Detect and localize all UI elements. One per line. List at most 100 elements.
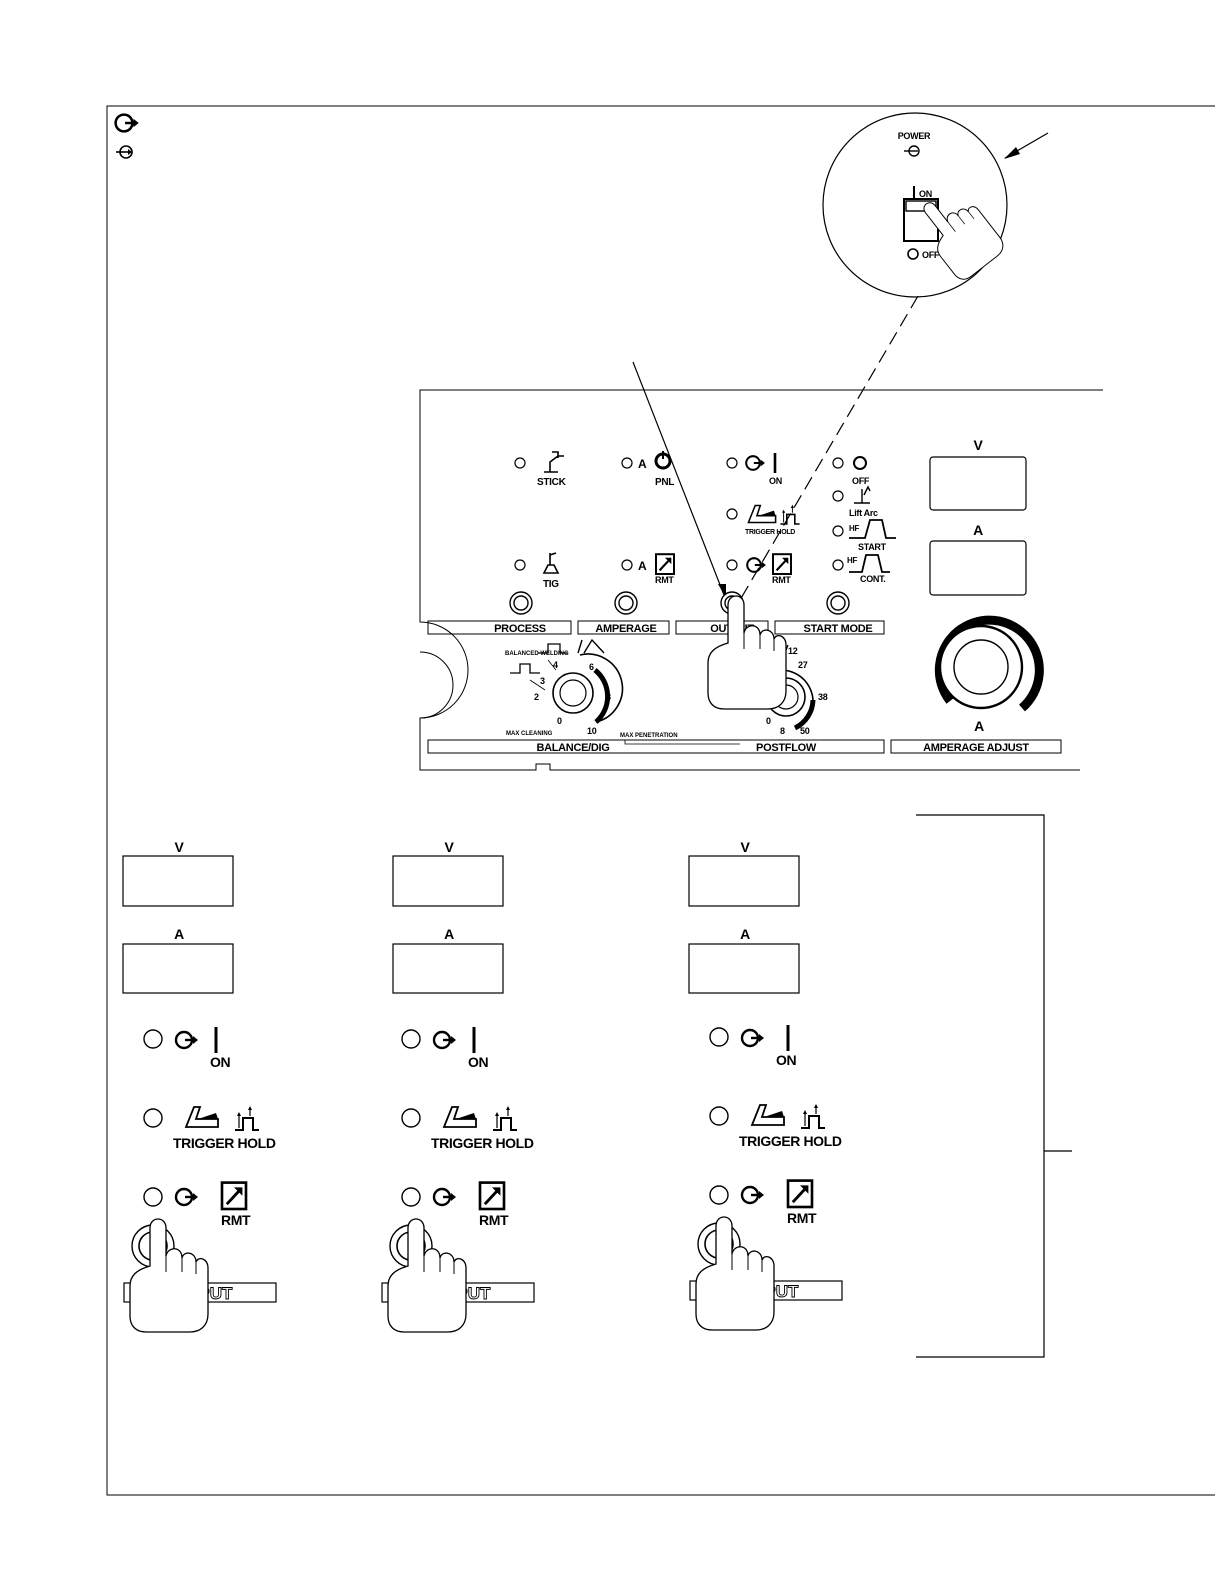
step2-on-led — [401, 1029, 421, 1049]
panel-amp-meter — [929, 540, 1027, 596]
step2-on-label: ON — [468, 1054, 488, 1070]
trigger-hold-label: TRIGGER HOLD — [745, 529, 795, 536]
postflow-scale-8: 8 — [780, 726, 785, 736]
panel-volts-label: V — [974, 437, 984, 453]
step3-rmt-label: RMT — [787, 1210, 817, 1226]
ac-waveform-icon — [510, 638, 605, 674]
step1-amps-label: A — [174, 926, 184, 942]
tig-torch-icon — [542, 552, 560, 574]
remote-icon — [654, 553, 676, 576]
balance-scale-8: 8 — [606, 692, 611, 702]
tig-led — [514, 559, 526, 571]
hand-pointer-icon — [707, 595, 787, 710]
step3-trigger-led — [709, 1106, 729, 1126]
power-symbol-icon — [904, 145, 920, 157]
pnl-label: PNL — [655, 477, 674, 488]
output-icon — [740, 1028, 766, 1048]
hf-start-tag: HF — [849, 524, 859, 533]
balance-scale-3: 3 — [540, 676, 545, 686]
start-off-led — [832, 457, 844, 469]
step2-volt-meter — [392, 855, 504, 907]
stick-led — [514, 457, 526, 469]
amperage-button[interactable] — [614, 591, 638, 615]
balance-scale-10: 10 — [587, 726, 597, 736]
remote-icon — [478, 1181, 506, 1211]
process-label: PROCESS — [494, 623, 546, 635]
step2-amp-meter — [392, 943, 504, 994]
start-mode-button[interactable] — [826, 591, 850, 615]
cont-label: CONT. — [860, 574, 886, 584]
process-button[interactable] — [509, 591, 533, 615]
lift-arc-label: Lift Arc — [849, 508, 878, 518]
steps-bracket — [916, 814, 1072, 1358]
off-icon — [853, 456, 867, 470]
step3-on-led — [709, 1027, 729, 1047]
panel-amps-label: A — [973, 522, 983, 538]
stick-electrode-icon — [544, 451, 564, 473]
step1-volt-meter — [122, 855, 234, 907]
output-icon — [432, 1030, 458, 1050]
step1-trigger-label: TRIGGER HOLD — [173, 1135, 276, 1151]
postflow-scale-27: 27 — [798, 660, 808, 670]
step2-rmt-label: RMT — [479, 1212, 509, 1228]
start-off-label: OFF — [852, 476, 870, 486]
output-on-led — [726, 457, 738, 469]
balance-scale-0: 0 — [557, 716, 562, 726]
power-off-label: OFF — [922, 250, 940, 260]
amperage-label: AMPERAGE — [595, 623, 656, 635]
max-cleaning-label: MAX CLEANING — [506, 731, 553, 737]
step1-trigger-led — [143, 1108, 163, 1128]
remote-icon — [786, 1179, 814, 1209]
amperage-remote-led — [621, 559, 633, 571]
start-mode-label: START MODE — [804, 623, 873, 635]
step-panel-2: V A ON TRIGGER HOLD RMT TPUT — [381, 839, 535, 1333]
hf-start-led — [832, 525, 844, 537]
power-on-label: ON — [919, 189, 932, 199]
output-icon — [174, 1187, 200, 1207]
amperage-adjust-label: AMPERAGE ADJUST — [923, 742, 1029, 754]
step3-amp-meter — [688, 943, 800, 994]
balance-scale-6: 6 — [589, 662, 594, 672]
page-frame — [106, 105, 1215, 1496]
output-icon — [740, 1185, 766, 1205]
step3-rmt-led — [709, 1185, 729, 1205]
amperage-a-label-1: A — [638, 457, 647, 471]
remote-icon — [771, 553, 793, 576]
lift-arc-icon — [854, 485, 871, 504]
postflow-scale-50: 50 — [800, 726, 810, 736]
amperage-rmt-label: RMT — [655, 575, 674, 585]
panel-icon — [654, 451, 672, 470]
step1-rmt-label: RMT — [221, 1212, 251, 1228]
stick-label: STICK — [537, 477, 567, 488]
torch-icon — [443, 1106, 477, 1128]
trigger-hold-icon — [800, 1103, 826, 1129]
hf-cont-icon — [849, 554, 890, 573]
trigger-hold-icon — [492, 1105, 518, 1131]
step1-rmt-led — [143, 1187, 163, 1207]
output-on-label: ON — [769, 476, 782, 486]
balance-scale-2: 2 — [534, 692, 539, 702]
dashed-leader — [739, 295, 919, 601]
step1-volts-label: V — [175, 839, 185, 855]
output-leader — [632, 361, 725, 596]
trigger-hold-led — [726, 508, 738, 520]
power-title: POWER — [898, 131, 931, 141]
step1-amp-meter — [122, 943, 234, 994]
start-label: START — [858, 542, 887, 552]
trigger-hold-icon — [234, 1105, 260, 1131]
torch-icon — [751, 1104, 785, 1126]
output-icon — [745, 455, 766, 471]
panel-volt-meter — [929, 456, 1027, 511]
amperage-adjust-unit: A — [974, 718, 984, 734]
balance-dig-label: BALANCE/DIG — [536, 742, 609, 754]
max-penetration-label: MAX PENETRATION — [620, 733, 678, 739]
step2-amps-label: A — [444, 926, 454, 942]
amperage-panel-led — [621, 457, 633, 469]
trigger-hold-icon — [779, 503, 801, 525]
output-remote-led — [726, 559, 738, 571]
lift-arc-led — [832, 490, 844, 502]
step-panel-3: V A ON TRIGGER HOLD RMT TPUT — [688, 839, 843, 1331]
step1-on-led — [143, 1029, 163, 1049]
step2-rmt-led — [401, 1187, 421, 1207]
power-switch-callout: POWER ON OFF — [822, 112, 1009, 298]
